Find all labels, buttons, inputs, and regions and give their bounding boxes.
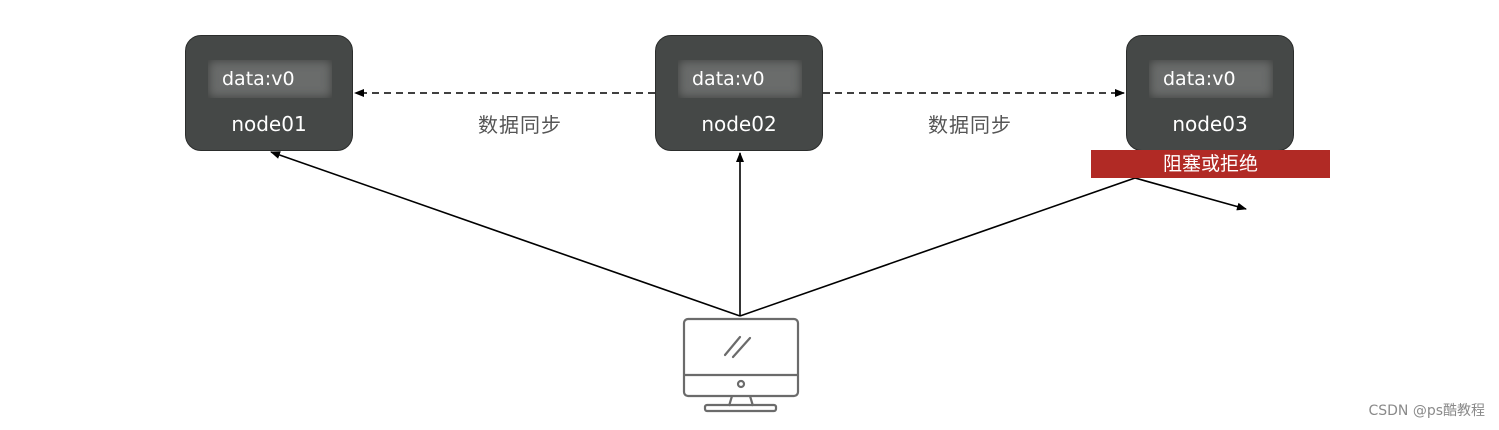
node01-data-value: data:v0	[208, 60, 332, 98]
node-node02: data:v0 node02	[655, 35, 823, 151]
reject-badge: 阻塞或拒绝	[1091, 150, 1330, 178]
node02-name: node02	[701, 112, 777, 136]
desktop-monitor-icon	[682, 317, 800, 413]
sync-label-left: 数据同步	[478, 113, 562, 137]
node01-name: node01	[231, 112, 307, 136]
node03-data-value: data:v0	[1149, 60, 1273, 98]
node02-data-value: data:v0	[678, 60, 802, 98]
request-arrow-node01	[270, 151, 741, 317]
request-arrow-node03-rejected	[739, 177, 1247, 317]
node03-name: node03	[1172, 112, 1248, 136]
node-node01: data:v0 node01	[185, 35, 353, 151]
node-node03: data:v0 node03	[1126, 35, 1294, 151]
watermark: CSDN @ps酷教程	[1368, 403, 1485, 419]
sync-label-right: 数据同步	[928, 113, 1012, 137]
